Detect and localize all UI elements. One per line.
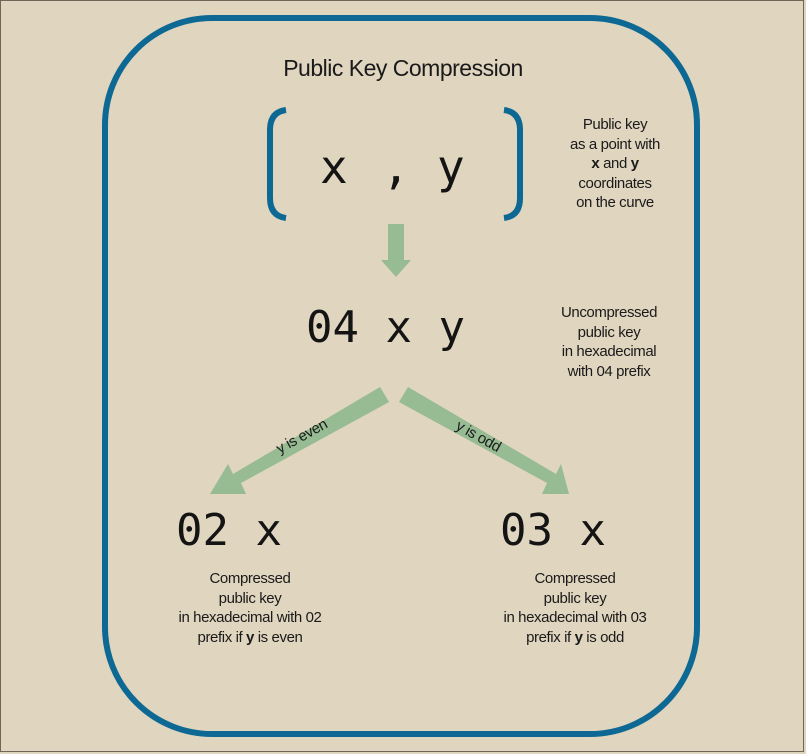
- y-bold: y: [574, 628, 583, 646]
- note-line: public key: [218, 589, 282, 607]
- note-text: prefix if: [526, 628, 575, 646]
- uncompressed-note-line: with 04 prefix: [567, 362, 651, 380]
- right-arrow: [399, 387, 569, 494]
- right-bracket: [503, 107, 523, 221]
- note-line: in hexadecimal with 03: [503, 609, 647, 626]
- point-comma: ,: [382, 140, 410, 194]
- compressed-even-note: Compressed public key in hexadecimal wit…: [150, 569, 350, 647]
- compressed-odd-note: Compressed public key in hexadecimal wit…: [475, 569, 675, 647]
- note-line: public key: [543, 589, 607, 607]
- note-line: prefix if y is odd: [475, 628, 675, 648]
- note-text: is odd: [582, 628, 624, 646]
- x-bold: x: [591, 155, 600, 172]
- uncompressed-note-line: in hexadecimal: [561, 343, 657, 360]
- note-text: is even: [253, 628, 303, 646]
- note-line: Compressed: [534, 570, 616, 587]
- note-text: prefix if: [197, 628, 247, 646]
- uncompressed-note-line: public key: [577, 323, 641, 341]
- point-note-line: on the curve: [576, 194, 654, 211]
- left-bracket: [267, 107, 287, 221]
- uncompressed-note-line: Uncompressed: [560, 304, 658, 321]
- note-line: in hexadecimal with 02: [178, 609, 322, 626]
- point-note-line: x and y: [540, 154, 690, 174]
- uncompressed-key: 04 x y: [306, 302, 465, 353]
- note-line: Compressed: [209, 570, 291, 587]
- y-bold: y: [246, 628, 254, 646]
- left-arrow: [210, 387, 389, 494]
- y-bold: y: [630, 155, 639, 172]
- note-line: prefix if y is even: [150, 628, 350, 648]
- diagram-container: [102, 15, 700, 737]
- point-note-line: Public key: [582, 116, 648, 133]
- uncompressed-note: Uncompressed public key in hexadecimal w…: [534, 303, 684, 381]
- point-note-line: coordinates: [578, 174, 652, 192]
- and-text: and: [599, 155, 631, 172]
- down-arrow: [381, 224, 411, 277]
- compressed-odd-key: 03 x: [500, 505, 606, 556]
- compressed-even-key: 02 x: [176, 505, 282, 556]
- point-note-line: as a point with: [570, 135, 660, 153]
- point-note: Public key as a point with x and y coord…: [540, 115, 690, 213]
- point-x: x: [320, 140, 348, 194]
- point-y: y: [437, 140, 465, 194]
- diagram-title: Public Key Compression: [283, 55, 523, 81]
